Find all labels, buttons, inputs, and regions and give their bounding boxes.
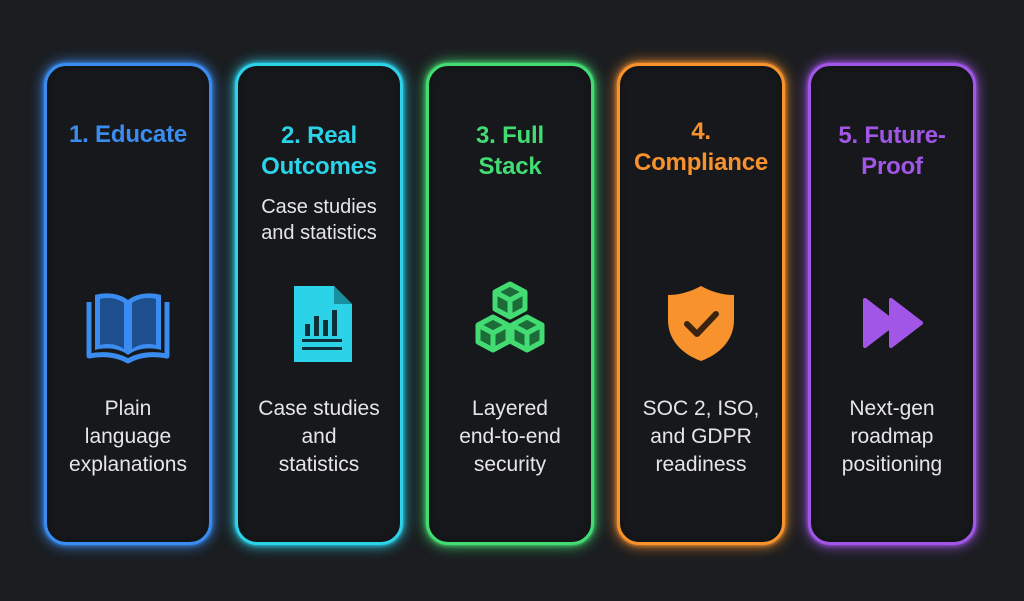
card-desc-line: positioning (841, 453, 943, 476)
fast-forward-icon (845, 276, 939, 370)
open-book-icon (81, 276, 175, 370)
card-title: 4. Compliance (626, 116, 776, 178)
card-desc-line: roadmap (850, 425, 934, 448)
card-description: Case studies and statistics (242, 395, 396, 479)
stacked-cubes-icon (463, 276, 557, 370)
card-subtitle-line: and statistics (261, 222, 377, 244)
card-desc-line: and GDPR (650, 425, 752, 448)
card-desc-line: language (84, 425, 172, 448)
card-title-line: Outcomes (261, 153, 377, 180)
card-title: 5. Future- Proof (817, 120, 967, 182)
card-desc-line: end-to-end (459, 425, 561, 448)
card-title-line: Stack (478, 153, 542, 180)
card-desc-line: readiness (655, 453, 747, 476)
card-desc-line: and (301, 425, 337, 448)
card-subtitle: Case studies and statistics (242, 194, 396, 246)
card-future-proof: 5. Future- Proof Next-gen roadmap positi… (808, 63, 976, 545)
card-desc-line: Layered (472, 397, 548, 420)
card-description: Next-gen roadmap positioning (815, 395, 969, 479)
card-title-line: 4. (691, 118, 711, 145)
card-desc-line: security (473, 453, 547, 476)
card-title-line: 2. Real (281, 122, 357, 149)
card-title-line: 1. Educate (68, 121, 188, 148)
card-title: 1. Educate (53, 119, 203, 150)
card-title: 2. Real Outcomes (244, 120, 394, 182)
card-desc-line: Plain (104, 397, 152, 420)
card-title-line: 3. Full (476, 122, 544, 149)
card-subtitle-line: Case studies (261, 196, 377, 218)
card-desc-line: SOC 2, ISO, (642, 397, 760, 420)
shield-check-icon (654, 276, 748, 370)
card-real-outcomes: 2. Real Outcomes Case studies and statis… (235, 63, 403, 545)
card-title-line: Compliance (633, 149, 769, 176)
card-title-line: 5. Future- (838, 122, 946, 149)
card-educate: 1. Educate Plain language explanations (44, 63, 212, 545)
card-full-stack: 3. Full Stack Layered end-to (426, 63, 594, 545)
card-compliance: 4. Compliance SOC 2, ISO, and GDPR readi… (617, 63, 785, 545)
card-desc-line: Case studies (258, 397, 380, 420)
card-desc-line: Next-gen (849, 397, 935, 420)
card-description: SOC 2, ISO, and GDPR readiness (624, 395, 778, 479)
card-title-line: Proof (861, 153, 923, 180)
card-title: 3. Full Stack (435, 120, 585, 182)
card-description: Plain language explanations (51, 395, 205, 479)
card-desc-line: explanations (69, 453, 187, 476)
chart-document-icon (272, 276, 366, 370)
card-description: Layered end-to-end security (433, 395, 587, 479)
card-desc-line: statistics (278, 453, 360, 476)
